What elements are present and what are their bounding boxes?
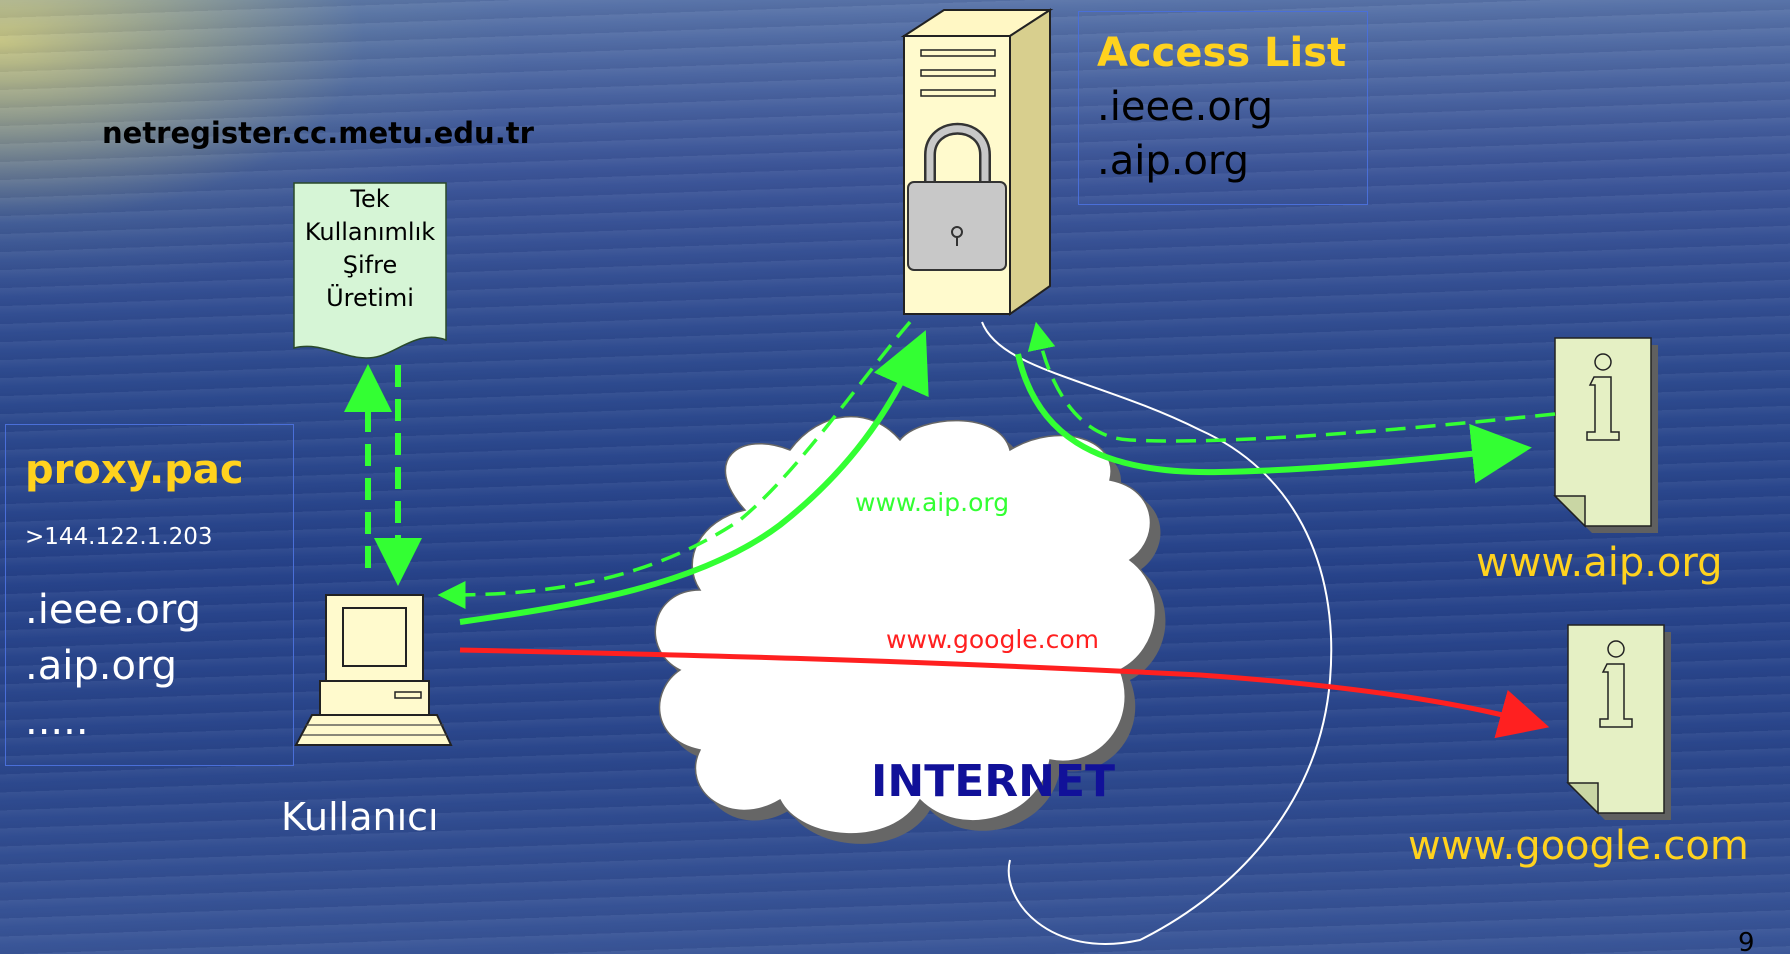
server-name-label: netregister.cc.metu.edu.tr [102,116,534,150]
aip-flow-label: www.aip.org [855,488,1010,517]
direct-request-arrow [459,647,1550,739]
proxy-request-arrow [459,330,929,625]
tunnel-outline [981,321,1333,945]
note-icon [293,182,447,359]
internet-label: INTERNET [871,756,1116,807]
proxy-pac-item: .ieee.org [25,587,201,633]
info-document-icon [1553,337,1658,533]
server-lock-icon [900,8,1054,316]
info-document-icon [1566,624,1671,820]
page-number: 9 [1738,928,1755,958]
client-label: Kullanıcı [281,795,439,839]
otp-note-line: Üretimi [326,284,414,312]
proxy-pac-item: .aip.org [25,643,178,689]
otp-note-line: Tek [350,185,390,213]
access-list-title: Access List [1097,30,1347,76]
aip-site-label: www.aip.org [1476,540,1723,586]
aip-response-arrow [1027,321,1556,443]
proxy-forward-arrow [1015,353,1532,484]
computer-icon [294,594,453,746]
otp-note-line: Şifre [342,251,398,279]
proxy-pac-box [5,424,294,766]
access-list-item: .aip.org [1097,138,1250,184]
proxy-pac-ip: >144.122.1.203 [25,524,213,550]
otp-note-line: Kullanımlık [304,218,436,246]
access-list-item: .ieee.org [1097,84,1273,130]
google-flow-label: www.google.com [886,625,1099,654]
otp-note-text: Tek Kullanımlık Şifre Üretimi [294,183,446,315]
proxy-pac-item: ..... [25,698,89,744]
access-list-box [1078,11,1368,205]
google-site-label: www.google.com [1408,823,1749,869]
proxy-pac-title: proxy.pac [25,447,244,493]
